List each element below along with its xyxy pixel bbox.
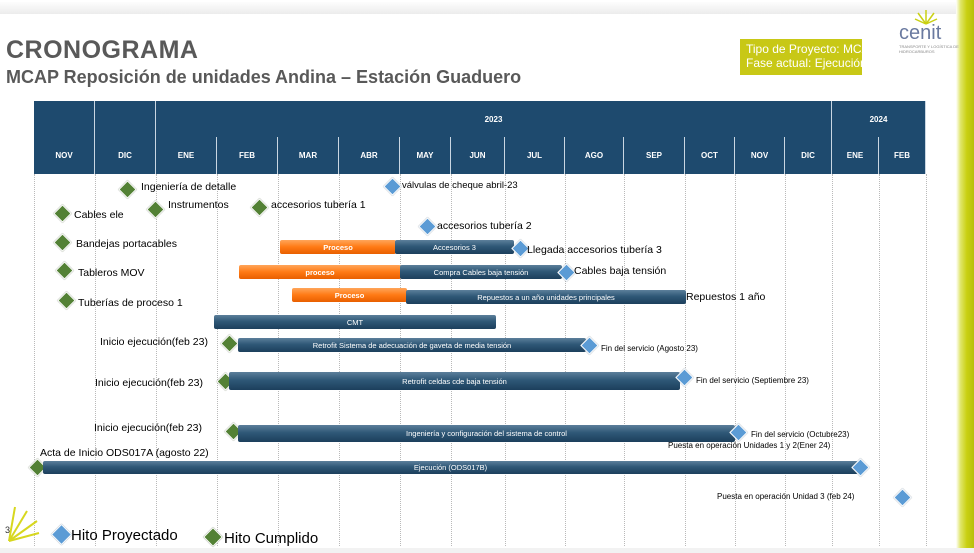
- month-header-cell: JUN: [451, 137, 505, 174]
- page-subtitle: MCAP Reposición de unidades Andina – Est…: [6, 67, 522, 87]
- year-header-2024: 2024: [832, 101, 926, 137]
- grid-line: [505, 174, 506, 546]
- grid-line: [156, 174, 157, 546]
- month-header-cell: FEB: [217, 137, 278, 174]
- month-header-cell: NOV: [34, 137, 95, 174]
- grid-line: [278, 174, 279, 546]
- grid-line: [217, 174, 218, 546]
- grid-line: [95, 174, 96, 546]
- label-accesorios-1: accesorios tubería 1: [271, 199, 366, 211]
- grid-line: [400, 174, 401, 546]
- legend-planned-icon: [50, 523, 73, 546]
- label-repuestos: Repuestos 1 año: [686, 291, 766, 303]
- month-header-cell: SEP: [624, 137, 685, 174]
- milestone-done-icon: [53, 204, 72, 223]
- month-header-cell: ENE: [156, 137, 217, 174]
- label-inicio-3: Inicio ejecución(feb 23): [94, 422, 202, 434]
- bar-repuestos: Repuestos a un año unidades principales: [406, 290, 686, 304]
- label-inicio-2: Inicio ejecución(feb 23): [95, 377, 203, 389]
- month-header-cell: DIC: [95, 137, 156, 174]
- milestone-planned-icon: [418, 217, 437, 236]
- grid-line: [785, 174, 786, 546]
- right-decorative-strip: [956, 0, 974, 553]
- cenit-logo-icon: [914, 10, 938, 25]
- bar-proceso-1: Proceso: [280, 240, 396, 254]
- bar-proceso-2: proceso: [239, 265, 401, 279]
- page-title: CRONOGRAMA: [6, 36, 199, 64]
- label-tableros: Tableros MOV: [78, 267, 145, 279]
- label-cables-baja-tension: Cables baja tensión: [574, 265, 667, 277]
- grid-line: [926, 174, 927, 546]
- grid-line: [832, 174, 833, 546]
- label-llegada-3: Llegada accesorios tubería 3: [527, 244, 662, 256]
- milestone-done-icon: [146, 200, 165, 219]
- month-header-cell: ABR: [339, 137, 400, 174]
- bar-ingenieria-control: Ingeniería y configuración del sistema d…: [238, 425, 735, 442]
- page-number: 3: [5, 525, 11, 535]
- label-inicio-1: Inicio ejecución(feb 23): [100, 336, 208, 348]
- grid-line: [879, 174, 880, 546]
- label-fin-1: Fin del servicio (Agosto 23): [601, 344, 698, 353]
- milestone-done-icon: [53, 233, 72, 252]
- month-header-cell: FEB: [879, 137, 926, 174]
- month-header-cell: OCT: [685, 137, 735, 174]
- label-fin-3: Fin del servicio (Octubre23): [751, 430, 850, 439]
- label-cables-ele: Cables ele: [74, 209, 124, 221]
- grid-line: [624, 174, 625, 546]
- label-valvulas: válvulas de cheque abril-23: [402, 180, 518, 191]
- bar-compra-cables: Compra Cables baja tensión: [400, 265, 562, 279]
- bar-retrofit-celdas: Retrofit celdas cde baja tensión: [229, 372, 680, 390]
- milestone-planned-icon: [383, 177, 402, 196]
- milestone-done-icon: [118, 180, 137, 199]
- legend-planned-label: Hito Proyectado: [71, 527, 178, 544]
- milestone-planned-icon: [893, 488, 912, 507]
- bar-ejecucion: Ejecución (ODS017B): [43, 461, 858, 474]
- bottom-decorative-strip: [0, 548, 974, 553]
- bar-proceso-3: Proceso: [292, 288, 407, 302]
- bar-cmt: CMT: [214, 315, 496, 329]
- grid-line: [565, 174, 566, 546]
- grid-line: [339, 174, 340, 546]
- milestone-done-icon: [220, 334, 239, 353]
- bar-accesorios-3: Accesorios 3: [395, 240, 514, 254]
- project-info-box: Tipo de Proyecto: MCAP Fase actual: Ejec…: [740, 39, 878, 75]
- label-acta-inicio: Acta de Inicio ODS017A (agosto 22): [40, 447, 209, 459]
- month-header-cell: NOV: [735, 137, 785, 174]
- top-decorative-bar: [0, 2, 974, 14]
- label-puesta-3: Puesta en operación Unidad 3 (feb 24): [717, 492, 855, 501]
- bar-retrofit-media: Retrofit Sistema de adecuación de gaveta…: [238, 338, 586, 352]
- label-ingenieria: Ingeniería de detalle: [141, 181, 237, 193]
- label-bandejas: Bandejas portacables: [76, 238, 177, 250]
- sunburst-decoration-icon: [8, 506, 40, 542]
- month-header-cell: JUL: [505, 137, 565, 174]
- year-header-blank-nov: [34, 101, 95, 137]
- month-header-cell: DIC: [785, 137, 832, 174]
- label-puesta-1-2: Puesta en operación Unidades 1 y 2(Ener …: [668, 441, 831, 450]
- label-tuberias: Tuberías de proceso 1: [78, 297, 183, 309]
- milestone-done-icon: [57, 291, 76, 310]
- cenit-logo-text: cenit: [899, 22, 942, 44]
- year-header-2023: 2023: [156, 101, 832, 137]
- label-fin-2: Fin del servicio (Septiembre 23): [696, 376, 809, 385]
- month-header-cell: MAY: [400, 137, 451, 174]
- project-phase: Fase actual: Ejecución: [746, 56, 867, 70]
- month-header-cell: AGO: [565, 137, 624, 174]
- year-header-blank-dic: [95, 101, 156, 137]
- grid-line: [685, 174, 686, 546]
- project-type: Tipo de Proyecto: MCAP: [746, 42, 878, 56]
- label-instrumentos: Instrumentos: [168, 199, 229, 211]
- grid-line: [34, 174, 35, 546]
- grid-line: [451, 174, 452, 546]
- month-header-cell: MAR: [278, 137, 339, 174]
- cenit-logo-subtext: TRANSPORTE Y LOGÍSTICA DE HIDROCARBUROS: [899, 44, 959, 54]
- grid-line: [735, 174, 736, 546]
- legend-done-icon: [203, 527, 223, 547]
- milestone-done-icon: [55, 261, 74, 280]
- milestone-done-icon: [250, 198, 269, 217]
- label-accesorios-2: accesorios tubería 2: [437, 220, 532, 232]
- month-header-cell: ENE: [832, 137, 879, 174]
- legend-done-label: Hito Cumplido: [224, 530, 319, 547]
